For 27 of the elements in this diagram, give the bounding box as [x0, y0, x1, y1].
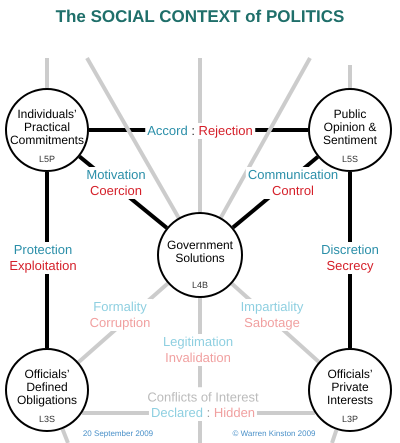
- level-code: L5P: [38, 152, 55, 166]
- edge-label: Communication Control: [246, 167, 340, 199]
- note-text: Conflicts of Interest: [145, 387, 261, 407]
- level-code: L3P: [342, 412, 358, 426]
- edge-label: Protection Exploitation: [7, 242, 79, 274]
- connector-line: [60, 428, 70, 443]
- node-label: Government Solutions: [166, 239, 234, 265]
- edge-label: Discretion Secrecy: [319, 242, 381, 274]
- note-text: 20 September 2009: [80, 428, 156, 440]
- connector-line: [219, 57, 312, 218]
- connector-line: [85, 57, 180, 219]
- edge-label: Motivation Coercion: [84, 167, 148, 199]
- connector-line: [198, 58, 202, 212]
- node-label: Individuals’ Practical Commitments: [9, 108, 85, 146]
- node-label: Officials’ Private Interests: [326, 368, 374, 406]
- level-code: L3S: [38, 412, 55, 426]
- connector-line: [348, 65, 352, 88]
- edge-label: Impartiality Sabotage: [238, 299, 306, 331]
- edge-label: Formality Corruption: [88, 299, 152, 331]
- edge-label: Accord : Rejection: [145, 123, 255, 139]
- diagram-title: The SOCIAL CONTEXT of POLITICS: [56, 6, 344, 28]
- node-label: Officials’ Defined Obligations: [16, 368, 78, 406]
- connector-line: [45, 58, 49, 88]
- level-code: L5S: [342, 152, 358, 166]
- level-code: L4B: [192, 278, 208, 292]
- node-label: Public Opinion & Sentiment: [322, 108, 378, 146]
- connector-line: [330, 429, 338, 443]
